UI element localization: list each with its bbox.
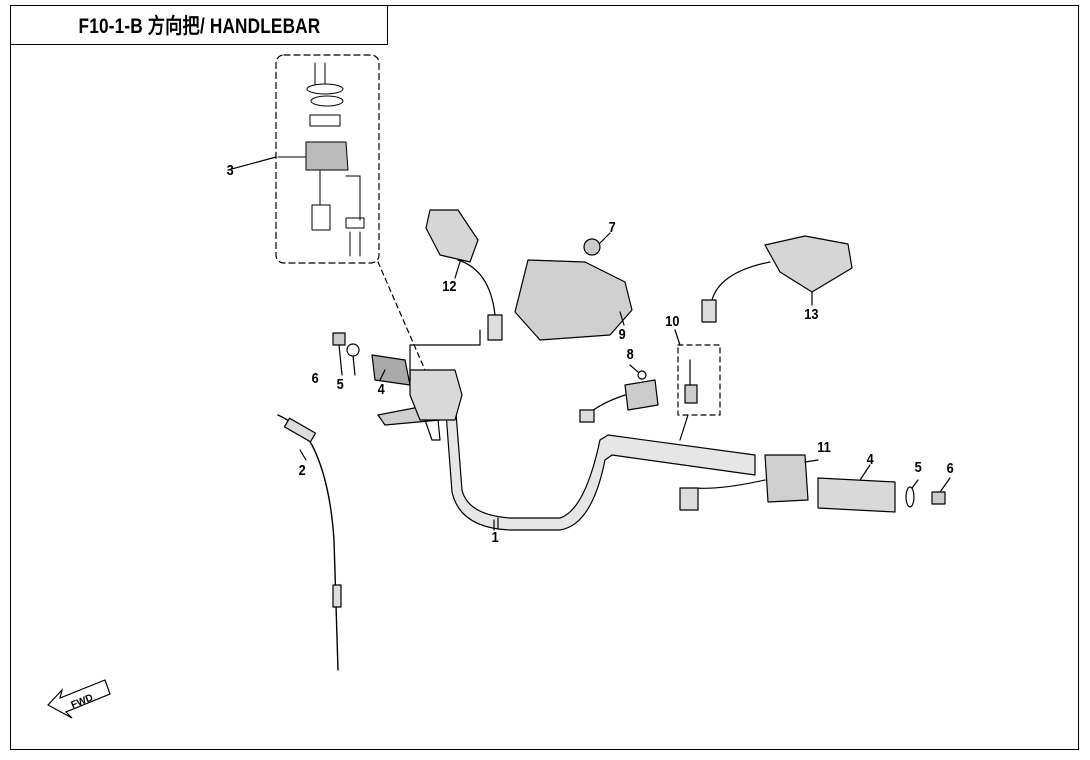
throttle-cable [277,414,339,671]
callout-6-left: 6 [311,370,319,387]
page-title: F10-1-B 方向把/ HANDLEBAR [78,15,320,38]
callout-4-right: 4 [866,451,874,468]
inset-box-part-3 [275,54,380,264]
left-bolt [332,332,346,346]
callout-10: 10 [665,313,680,330]
callout-9: 9 [618,326,626,343]
left-switch-block [624,379,659,411]
handlebar-tube [444,399,756,531]
inset-box-part-10 [677,344,721,416]
callout-7: 7 [608,219,616,236]
right-grip [817,477,896,513]
left-washer [346,343,360,357]
right-washer [905,486,915,508]
callout-2: 2 [298,462,306,479]
callout-4-left: 4 [377,381,385,398]
callout-1: 1 [491,529,499,546]
callout-13: 13 [804,306,819,323]
callout-11: 11 [817,439,831,456]
callout-6-right: 6 [946,460,954,477]
left-mirror [425,209,479,263]
callout-3: 3 [226,162,234,179]
drawing-frame [10,5,1079,750]
right-bolt [931,491,946,505]
part-8-washer [637,370,647,380]
right-mirror [764,235,853,293]
callout-8: 8 [626,346,634,363]
callout-5-left: 5 [336,376,344,393]
callout-5-right: 5 [914,459,922,476]
handguard [514,259,633,341]
fwd-arrow: FWD [47,679,111,719]
master-cylinder-exploded [277,62,365,257]
left-master-cylinder [409,369,463,421]
right-switch-housing [764,454,809,503]
callout-12: 12 [442,278,457,295]
part-7-cap [583,238,601,256]
title-box: F10-1-B 方向把/ HANDLEBAR [10,5,388,45]
